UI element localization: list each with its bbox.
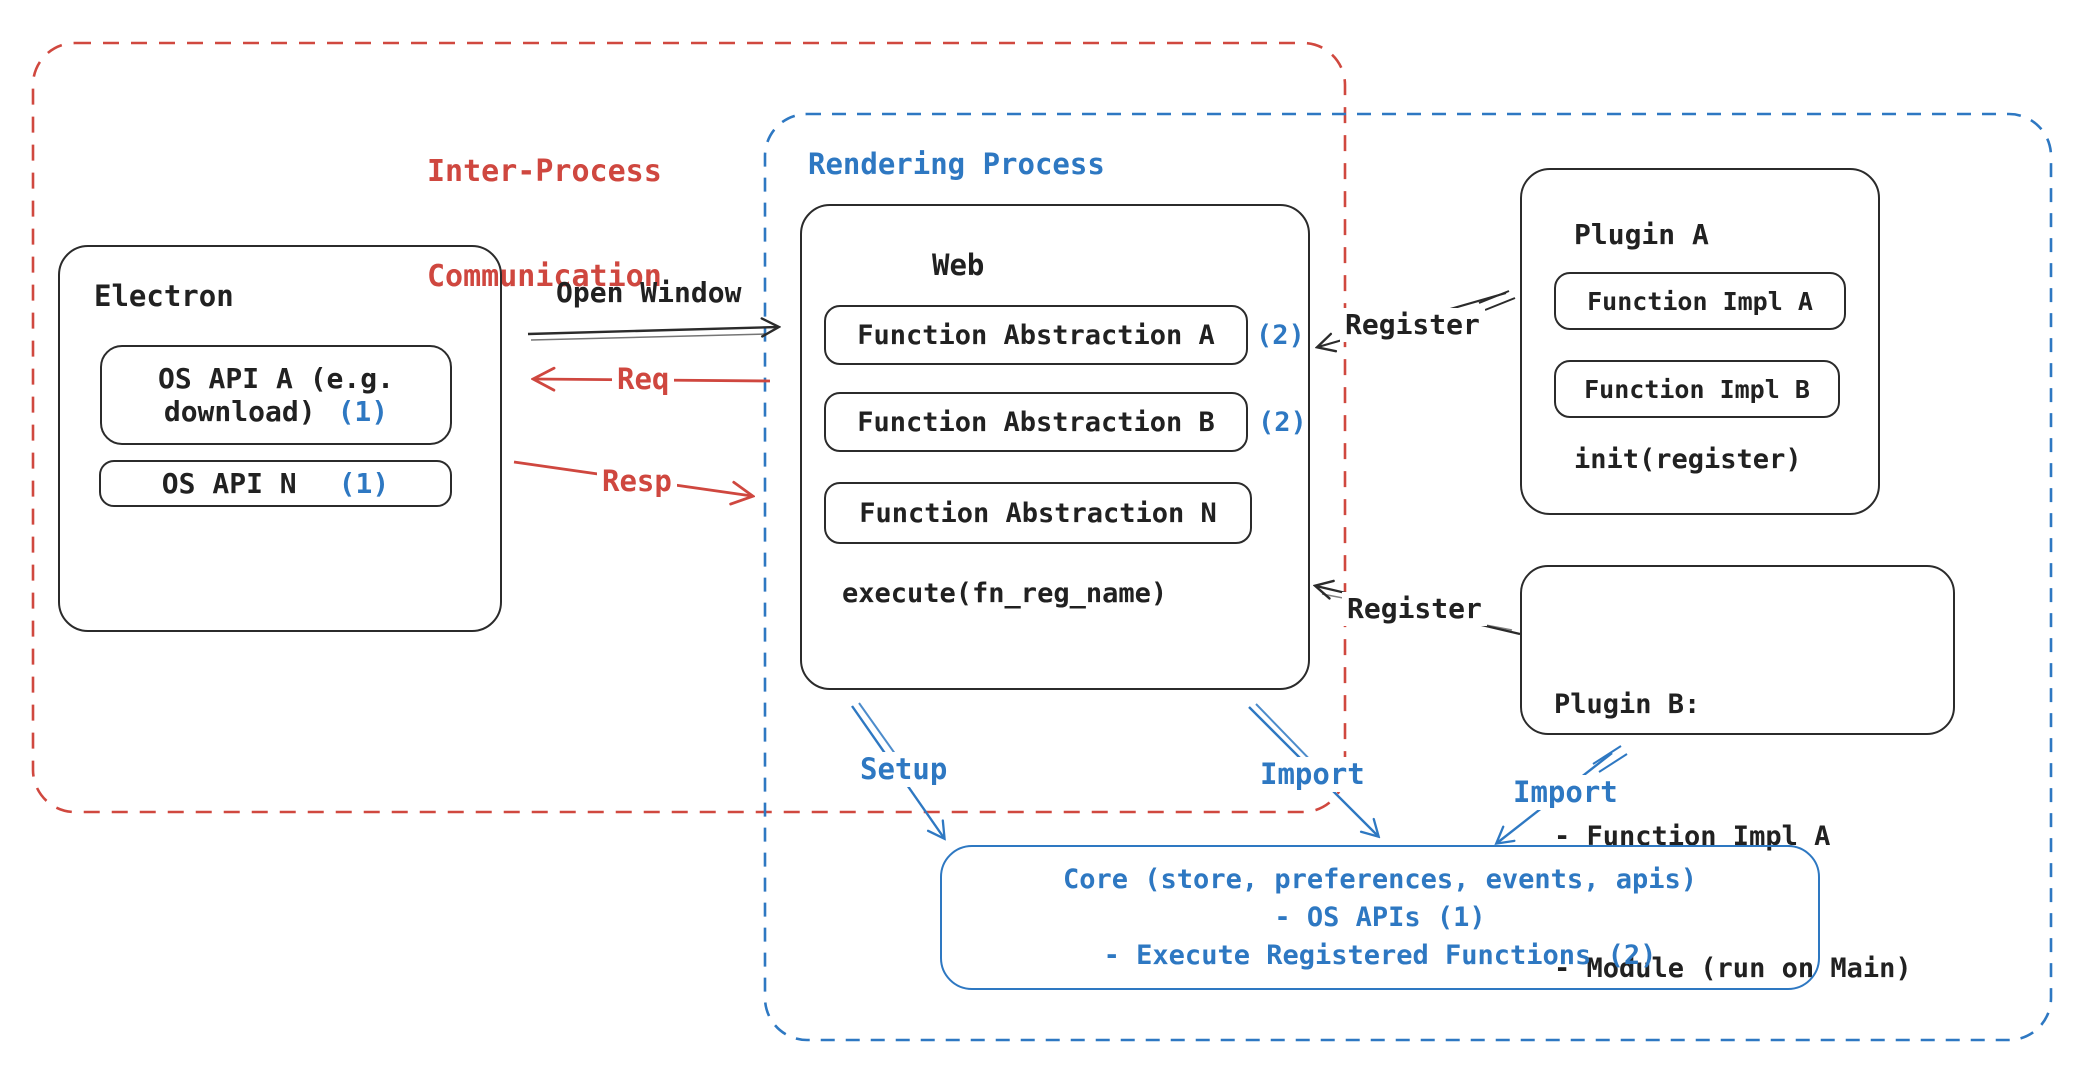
open-window-label: Open Window [556, 276, 742, 309]
init-register-text: init(register) [1574, 444, 1802, 475]
os-api-n-box: OS API N (1) [99, 460, 452, 507]
web-box: Web Function Abstraction A (2) Function … [800, 204, 1310, 690]
web-title: Web [932, 248, 985, 282]
function-impl-a-label: Function Impl A [1587, 286, 1813, 316]
function-abstraction-n-row: Function Abstraction N [824, 482, 1252, 544]
resp-label: Resp [597, 464, 677, 499]
function-impl-b-label: Function Impl B [1584, 374, 1810, 404]
function-abstraction-n-label: Function Abstraction N [859, 497, 1217, 529]
function-abstraction-a-box: Function Abstraction A [824, 305, 1248, 365]
core-line1: Core (store, preferences, events, apis) [1063, 863, 1697, 895]
plugin-b-item-2: - Module (run on Main) [1554, 953, 1912, 984]
plugin-b-box: Plugin B: - Function Impl A - Module (ru… [1520, 565, 1955, 984]
execute-text: execute(fn_reg_name) [842, 578, 1168, 609]
req-label: Req [612, 362, 675, 397]
function-abstraction-a-row: Function Abstraction A (2) [824, 305, 1305, 365]
register-bottom-label: Register [1342, 592, 1487, 626]
ipc-boundary [31, 41, 1347, 814]
ipc-label-line2: Communication [427, 259, 662, 294]
os-api-a-badge: (1) [337, 395, 389, 428]
import-core-label: Import [1255, 757, 1370, 792]
function-abstraction-n-box: Function Abstraction N [824, 482, 1252, 544]
plugin-a-box: Plugin A Function Impl A Function Impl B… [1520, 168, 1880, 515]
import-plugin-b-label: Import [1508, 775, 1623, 810]
function-abstraction-a-badge: (2) [1256, 319, 1305, 351]
electron-title: Electron [94, 279, 234, 313]
ipc-label-line1: Inter-Process [427, 154, 662, 189]
plugin-a-title: Plugin A [1574, 218, 1709, 251]
core-box: Core (store, preferences, events, apis) … [940, 845, 1820, 990]
plugin-b-content: Plugin B: - Function Impl A - Module (ru… [1554, 595, 1912, 1066]
function-impl-b-box: Function Impl B [1554, 360, 1840, 418]
register-top-label: Register [1340, 308, 1485, 342]
os-api-n-badge: (1) [338, 467, 390, 500]
setup-label: Setup [855, 752, 953, 787]
electron-box: Electron OS API A (e.g. download) (1) OS … [58, 245, 502, 632]
os-api-a-line2: download) [163, 395, 316, 428]
rendering-boundary [763, 112, 2053, 1042]
rendering-process-label: Rendering Process [808, 147, 1105, 181]
function-abstraction-a-label: Function Abstraction A [857, 319, 1215, 351]
plugin-b-title: Plugin B: [1554, 689, 1701, 720]
function-abstraction-b-box: Function Abstraction B [824, 392, 1248, 452]
core-line3: - Execute Registered Functions (2) [1103, 939, 1657, 971]
os-api-a-box: OS API A (e.g. download) (1) [100, 345, 452, 445]
ipc-label: Inter-Process Communication [427, 84, 662, 364]
function-abstraction-b-badge: (2) [1258, 406, 1307, 438]
open-window-arrow [527, 327, 778, 341]
function-impl-a-box: Function Impl A [1554, 272, 1846, 330]
function-abstraction-b-label: Function Abstraction B [857, 406, 1215, 438]
os-api-n-label: OS API N [161, 467, 297, 500]
os-api-a-line1: OS API A (e.g. [157, 362, 394, 395]
core-line2: - OS APIs (1) [1274, 901, 1486, 933]
function-abstraction-b-row: Function Abstraction B (2) [824, 392, 1307, 452]
